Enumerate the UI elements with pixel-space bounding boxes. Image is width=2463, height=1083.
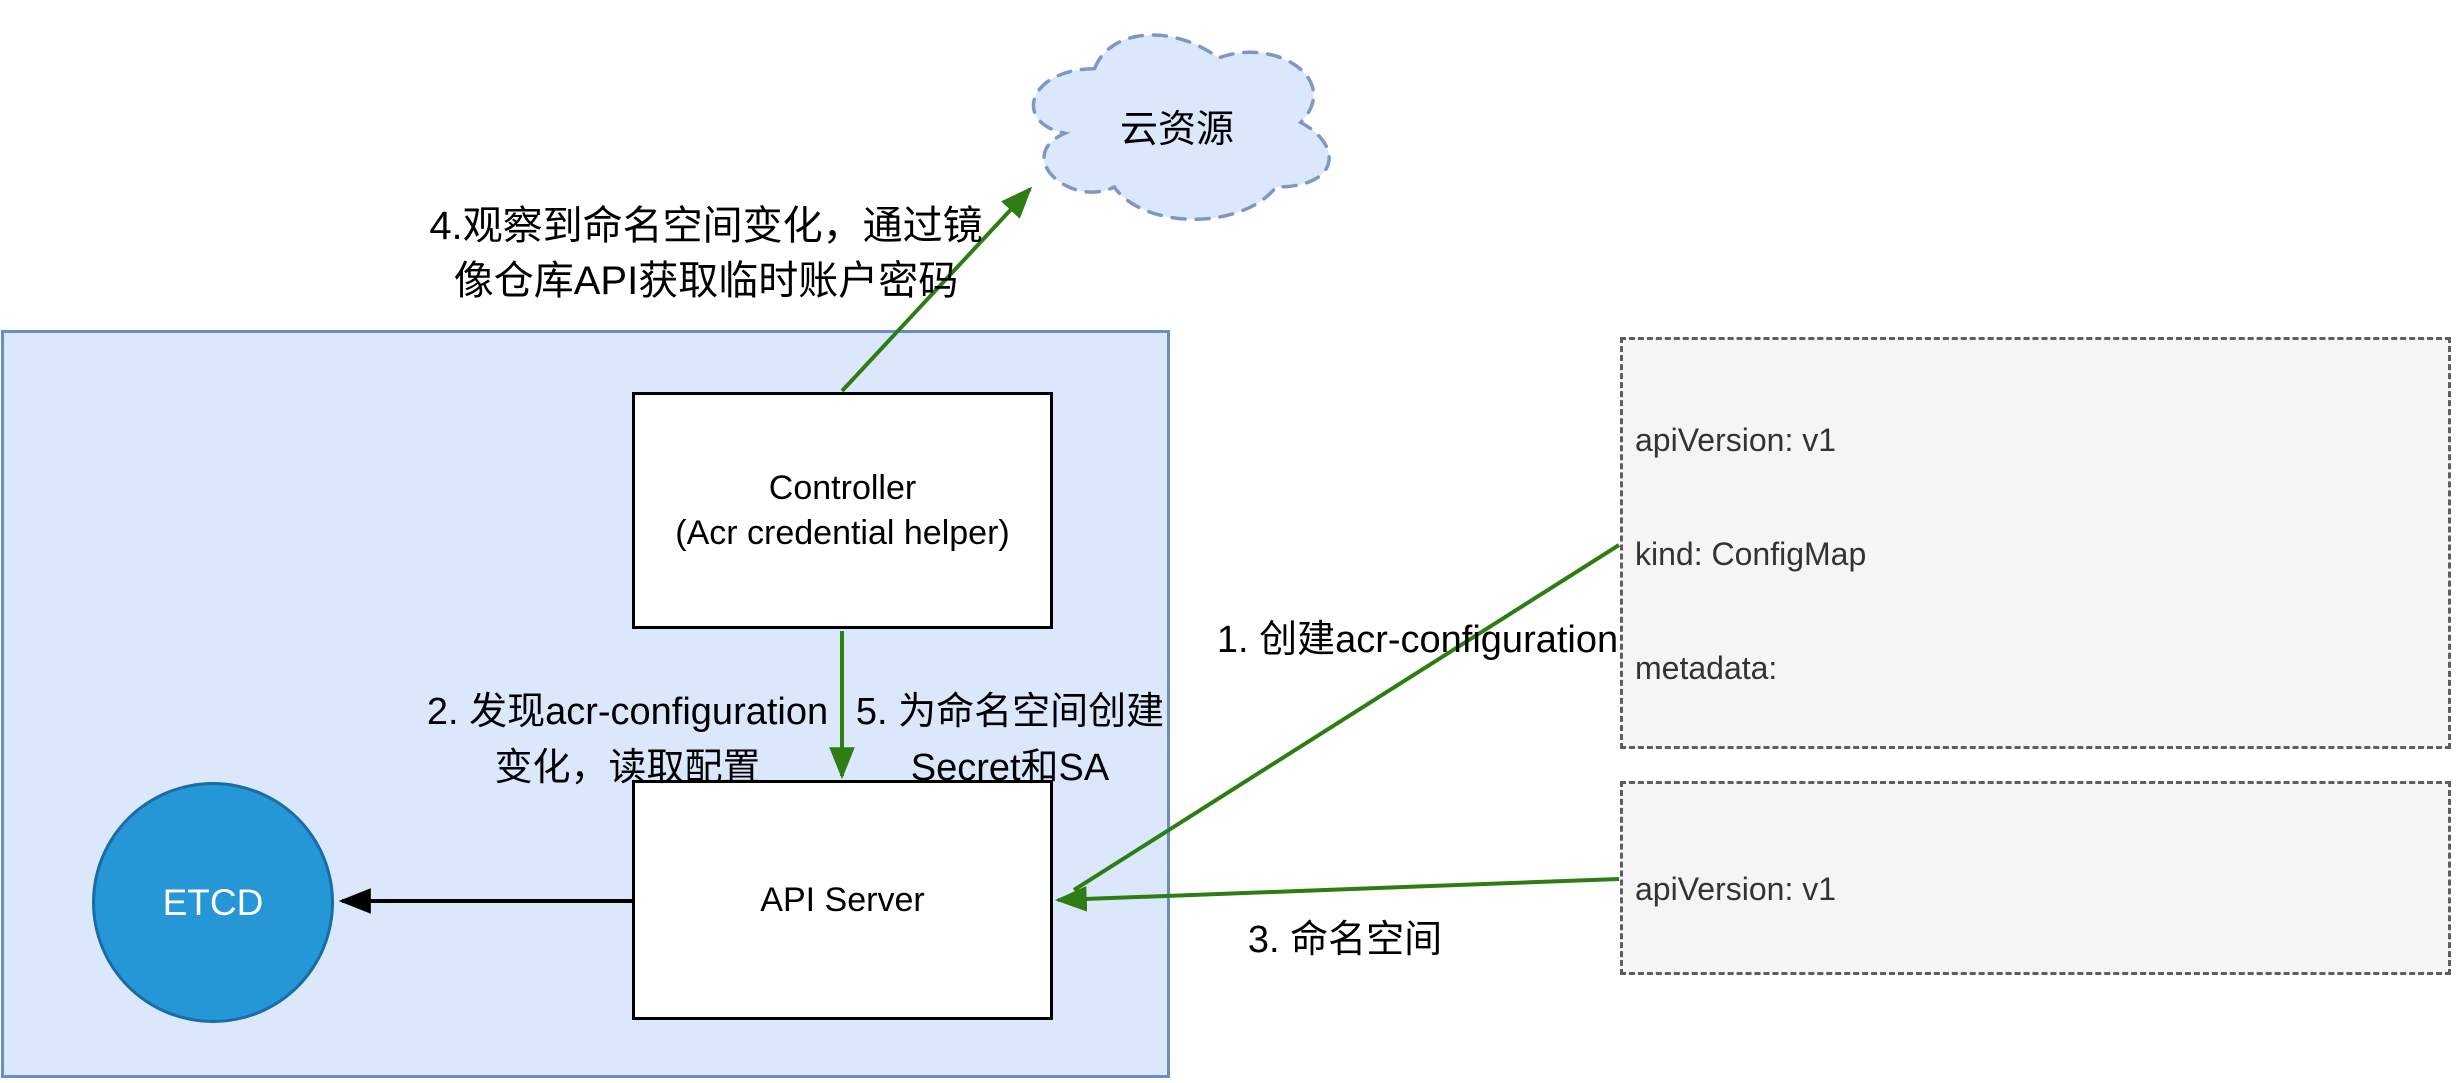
controller-label-line1: Controller bbox=[768, 468, 917, 507]
namespace-yaml-note: apiVersion: v1 kind: Namespace metadata:… bbox=[1620, 781, 2451, 975]
yaml-line: kind: ConfigMap bbox=[1635, 536, 1867, 572]
etcd-node: ETCD bbox=[92, 782, 334, 1023]
step4-annotation: 4.观察到命名空间变化，通过镜 像仓库API获取临时账户密码 bbox=[400, 199, 1012, 309]
step3-annotation: 3. 命名空间 bbox=[1247, 919, 1443, 961]
step4-line2: 像仓库API获取临时账户密码 bbox=[453, 259, 959, 303]
step5-annotation: 5. 为命名空间创建 Secret和SA bbox=[845, 684, 1175, 796]
step2-line2: 变化，读取配置 bbox=[494, 747, 761, 789]
configmap-yaml-note: apiVersion: v1 kind: ConfigMap metadata:… bbox=[1620, 337, 2451, 749]
etcd-label: ETCD bbox=[162, 881, 264, 923]
step2-annotation: 2. 发现acr-configuration 变化，读取配置 bbox=[415, 684, 840, 796]
step4-line1: 4.观察到命名空间变化，通过镜 bbox=[429, 204, 983, 248]
step5-line1: 5. 为命名空间创建 bbox=[855, 691, 1165, 733]
step2-line1: 2. 发现acr-configuration bbox=[426, 691, 829, 733]
api-server-label: API Server bbox=[760, 880, 925, 919]
step5-line2: Secret和SA bbox=[910, 747, 1110, 789]
yaml-line: apiVersion: v1 bbox=[1635, 422, 1837, 458]
yaml-line: apiVersion: v1 bbox=[1635, 871, 1837, 907]
yaml-line: metadata: bbox=[1635, 650, 1778, 686]
api-server-node: API Server bbox=[632, 780, 1053, 1020]
step1-annotation: 1. 创建acr-configuration bbox=[1216, 619, 1619, 661]
cloud-label: 云资源 bbox=[1119, 109, 1234, 151]
controller-label-line2: (Acr credential helper) bbox=[675, 513, 1010, 552]
controller-node: Controller (Acr credential helper) bbox=[632, 392, 1053, 629]
